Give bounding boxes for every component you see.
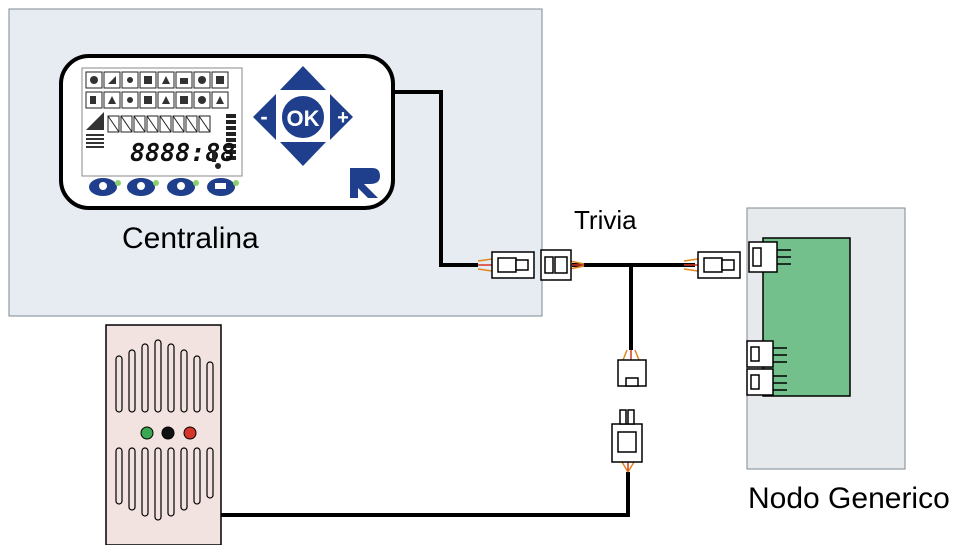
pcb-header-mid (746, 340, 774, 368)
nodo-generico-label: Nodo Generico (748, 482, 950, 515)
plus-label: + (337, 107, 349, 129)
ok-button-label: OK (287, 106, 320, 131)
minus-arrow-button[interactable] (253, 94, 276, 140)
siren-unit (105, 324, 222, 545)
plus-arrow-button[interactable] (330, 94, 353, 140)
button-led-icon (233, 180, 239, 186)
connector-branch-female (617, 359, 647, 387)
connector-trivia-female (540, 249, 572, 281)
connector-centralina-male (491, 251, 535, 279)
nodo-generico-module (746, 207, 906, 470)
connector-siren-male (611, 409, 643, 463)
led-green-icon (140, 426, 154, 440)
navigation-keypad: OK - + (253, 66, 353, 166)
down-arrow-button[interactable] (280, 142, 326, 166)
led-red-icon (183, 426, 197, 440)
ok-button[interactable] (280, 94, 326, 140)
lcd-screen: 8888:88 (81, 67, 243, 177)
function-buttons (89, 178, 239, 196)
pcb-header-top (748, 241, 778, 273)
connector-node-male (697, 251, 741, 279)
led-black-icon (161, 426, 175, 440)
cable-centralina (393, 90, 478, 267)
button-led-icon (115, 180, 121, 186)
button-led-icon (153, 180, 159, 186)
centralina-label: Centralina (122, 222, 259, 255)
lcd-digits: 8888:88 (130, 138, 235, 167)
up-arrow-button[interactable] (280, 66, 326, 90)
pcb-header-bottom (746, 368, 774, 396)
connectors (491, 249, 741, 463)
cables (220, 90, 695, 517)
wire-tails (477, 258, 699, 473)
cable-siren (220, 472, 630, 517)
control-unit: 8888:88 OK - + (59, 54, 395, 210)
minus-label: - (260, 104, 267, 129)
trivia-label: Trivia (574, 205, 637, 235)
button-led-icon (193, 180, 199, 186)
vent-slots (115, 339, 214, 521)
brand-logo-icon (350, 168, 380, 198)
